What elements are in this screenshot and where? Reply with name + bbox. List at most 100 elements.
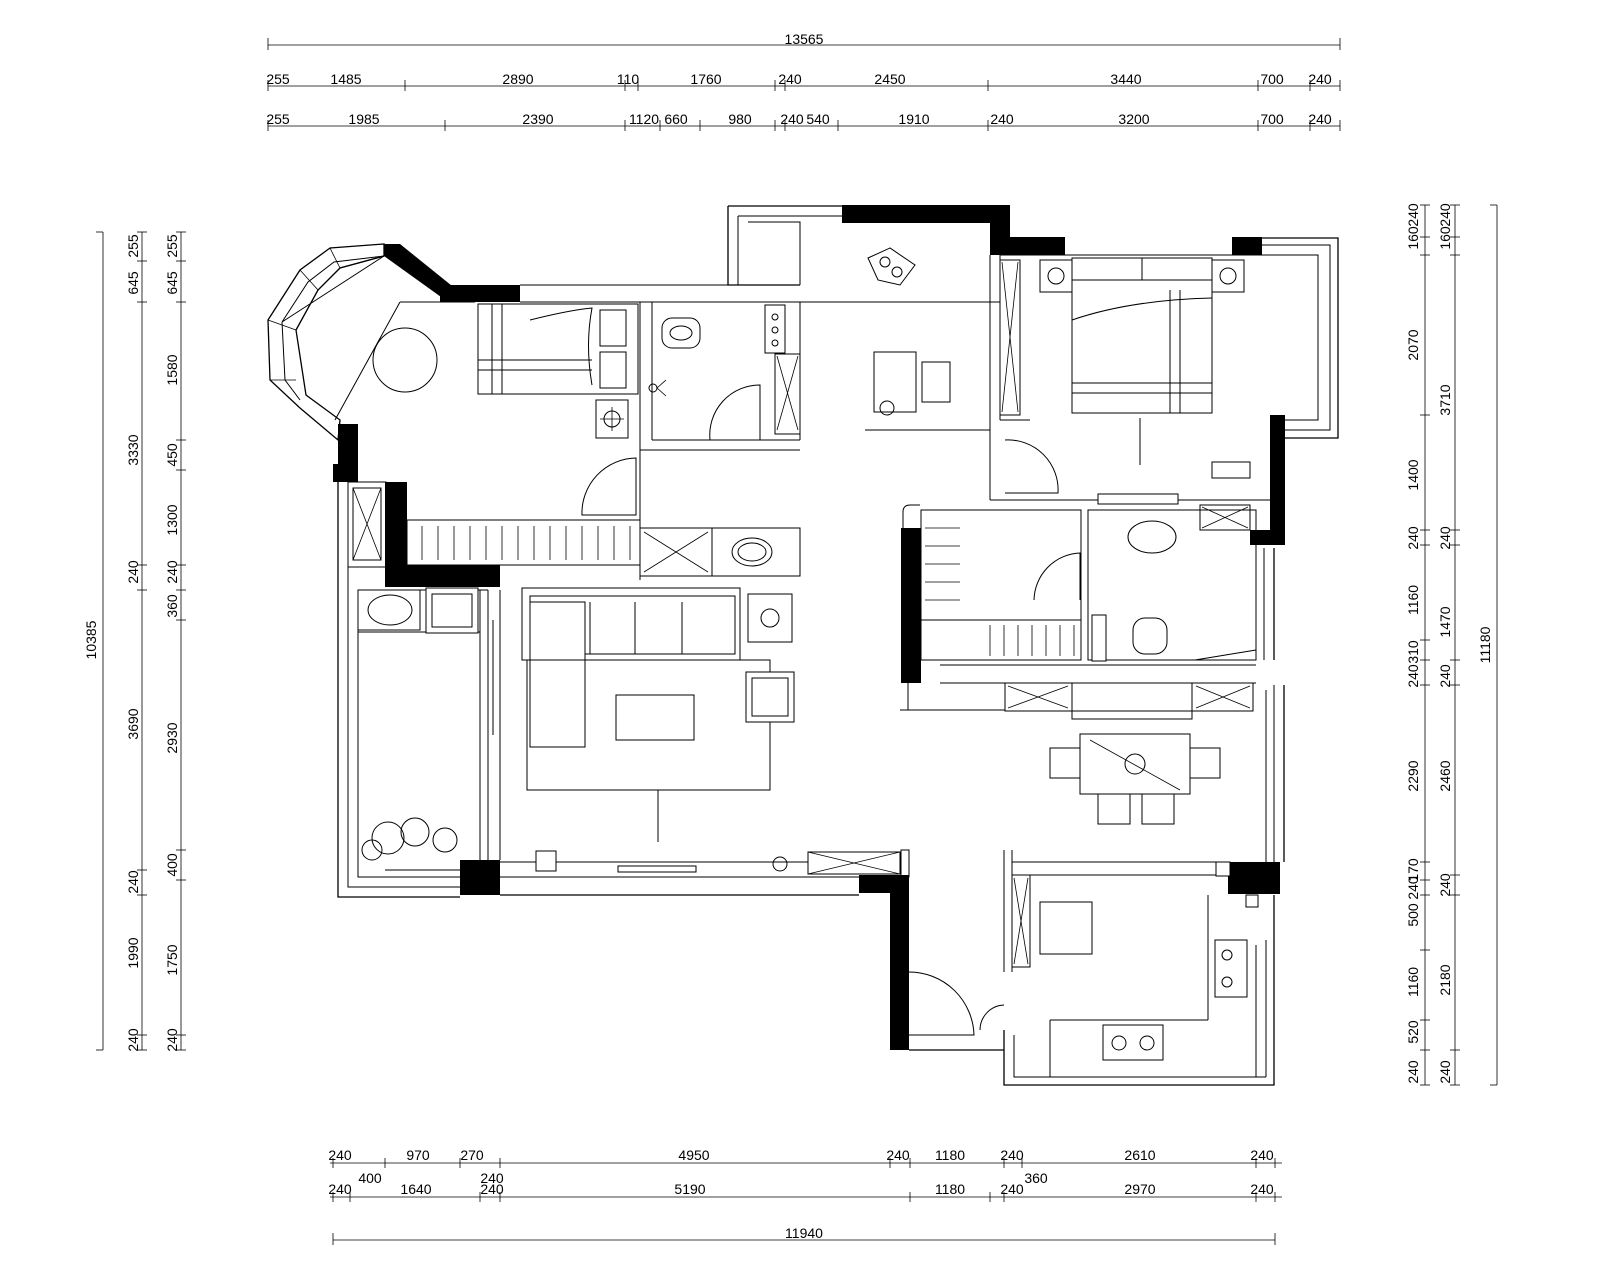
top-dim-label: 1985 — [348, 111, 379, 127]
bottom-dim-label: 240 — [1000, 1181, 1024, 1197]
left-dim-label: 240 — [125, 870, 141, 894]
bottom-dim-label: 240 — [1000, 1147, 1024, 1163]
left-total-dim: 10385 — [83, 620, 99, 659]
left-dim-label: 255 — [125, 234, 141, 258]
left-dim-label: 400 — [164, 853, 180, 877]
right-dim-label: 2070 — [1405, 329, 1421, 360]
bottom-dim-label: 240 — [328, 1181, 352, 1197]
right-dim-label: 160 — [1405, 226, 1421, 250]
right-dim-label: 1470 — [1437, 606, 1453, 637]
shower-icon — [648, 379, 667, 397]
bottom-dim-label: 2610 — [1124, 1147, 1155, 1163]
right-dim-label: 240 — [1437, 1060, 1453, 1084]
bottom-dim-label: 240 — [1250, 1181, 1274, 1197]
bottom-dim-label: 240 — [480, 1181, 504, 1197]
top-dim-label: 660 — [664, 111, 688, 127]
furniture — [334, 247, 1259, 1061]
left-dim-label: 1580 — [164, 354, 180, 385]
toilet-icon — [661, 317, 701, 349]
right-dim-label: 240 — [1405, 664, 1421, 688]
round-rug-icon — [372, 327, 438, 393]
right-dim-label: 2460 — [1437, 760, 1453, 791]
washbasin-icon — [731, 537, 773, 567]
right-dim-label: 240 — [1437, 873, 1453, 897]
top-dim-label: 255 — [266, 111, 290, 127]
bottom-dim-label: 240 — [886, 1147, 910, 1163]
plant-icon — [361, 817, 458, 861]
top-dim-label: 240 — [780, 111, 804, 127]
washbasin-icon — [764, 304, 786, 354]
left-dim-label: 1750 — [164, 944, 180, 975]
top-dim-label: 2450 — [874, 71, 905, 87]
left-dim-label: 240 — [125, 560, 141, 584]
right-dim-label: 240 — [1437, 203, 1453, 227]
dining-table-icon — [1049, 733, 1221, 825]
bottom-dim-label: 240 — [480, 1170, 504, 1186]
doors — [581, 384, 1081, 1036]
right-dim-label: 240 — [1405, 1060, 1421, 1084]
right-dim-label: 240 — [1405, 876, 1421, 900]
right-dim-label: 1160 — [1405, 585, 1421, 615]
left-dim-label: 240 — [164, 1028, 180, 1052]
right-dim-label: 500 — [1405, 903, 1421, 927]
bottom-total-dim: 11940 — [785, 1225, 823, 1241]
bottom-dim-label: 2970 — [1124, 1181, 1155, 1197]
left-dim-label: 240 — [125, 1028, 141, 1052]
right-dim-label: 2180 — [1437, 964, 1453, 995]
right-dim-label: 310 — [1405, 640, 1421, 664]
top-dim-label: 3440 — [1110, 71, 1141, 87]
right-dim-label: 240 — [1405, 203, 1421, 227]
top-dim-label: 240 — [1308, 111, 1332, 127]
top-dim-label: 110 — [617, 71, 640, 87]
bottom-dim-label: 1640 — [400, 1181, 431, 1197]
bottom-dim-label: 240 — [1250, 1147, 1274, 1163]
washbasin-icon — [1127, 520, 1177, 554]
top-dim-label: 2390 — [522, 111, 553, 127]
toilet-icon — [1132, 617, 1168, 655]
top-dim-label: 1120 — [629, 111, 659, 127]
bottom-dim-label: 5190 — [674, 1181, 705, 1197]
right-dim-label: 1400 — [1405, 459, 1421, 490]
left-dim-label: 3690 — [125, 708, 141, 739]
top-total-dim: 13565 — [785, 31, 824, 47]
right-dimensions: 2401602070140024011603102402290170240500… — [1405, 203, 1498, 1086]
right-dim-label: 240 — [1437, 526, 1453, 550]
top-dim-label: 240 — [1308, 71, 1332, 87]
top-dim-label: 700 — [1260, 71, 1284, 87]
top-dim-label: 1910 — [898, 111, 929, 127]
left-dim-label: 1990 — [125, 937, 141, 968]
bottom-dim-label: 1180 — [935, 1181, 965, 1197]
right-dim-label: 240 — [1405, 526, 1421, 550]
right-dim-label: 240 — [1437, 664, 1453, 688]
top-dim-label: 1760 — [690, 71, 721, 87]
top-dim-label: 240 — [990, 111, 1014, 127]
walls — [333, 205, 1285, 1050]
interior-walls — [347, 254, 1270, 1077]
left-dim-label: 2930 — [164, 722, 180, 753]
left-dim-label: 240 — [164, 560, 180, 584]
plant-icon — [772, 856, 788, 872]
left-dim-label: 360 — [164, 594, 180, 618]
bottom-dim-label: 970 — [406, 1147, 430, 1163]
right-total-dim: 11180 — [1477, 626, 1493, 663]
sofa-icon — [521, 587, 741, 748]
bottom-dim-label: 270 — [460, 1147, 484, 1163]
top-dim-label: 700 — [1260, 111, 1284, 127]
top-dim-label: 980 — [728, 111, 752, 127]
left-dim-label: 3330 — [125, 434, 141, 465]
top-dim-label: 255 — [266, 71, 290, 87]
top-dim-label: 540 — [806, 111, 830, 127]
left-dim-label: 645 — [164, 271, 180, 295]
top-dim-label: 1485 — [330, 71, 361, 87]
right-dim-label: 2290 — [1405, 760, 1421, 791]
bottom-dim-label: 4950 — [678, 1147, 709, 1163]
plant-icon — [867, 247, 916, 286]
right-dim-label: 3710 — [1437, 384, 1453, 415]
bed-icon — [477, 303, 639, 395]
right-dim-label: 1160 — [1405, 967, 1421, 997]
left-dim-label: 255 — [164, 234, 180, 258]
bottom-dim-label: 400 — [358, 1170, 382, 1186]
